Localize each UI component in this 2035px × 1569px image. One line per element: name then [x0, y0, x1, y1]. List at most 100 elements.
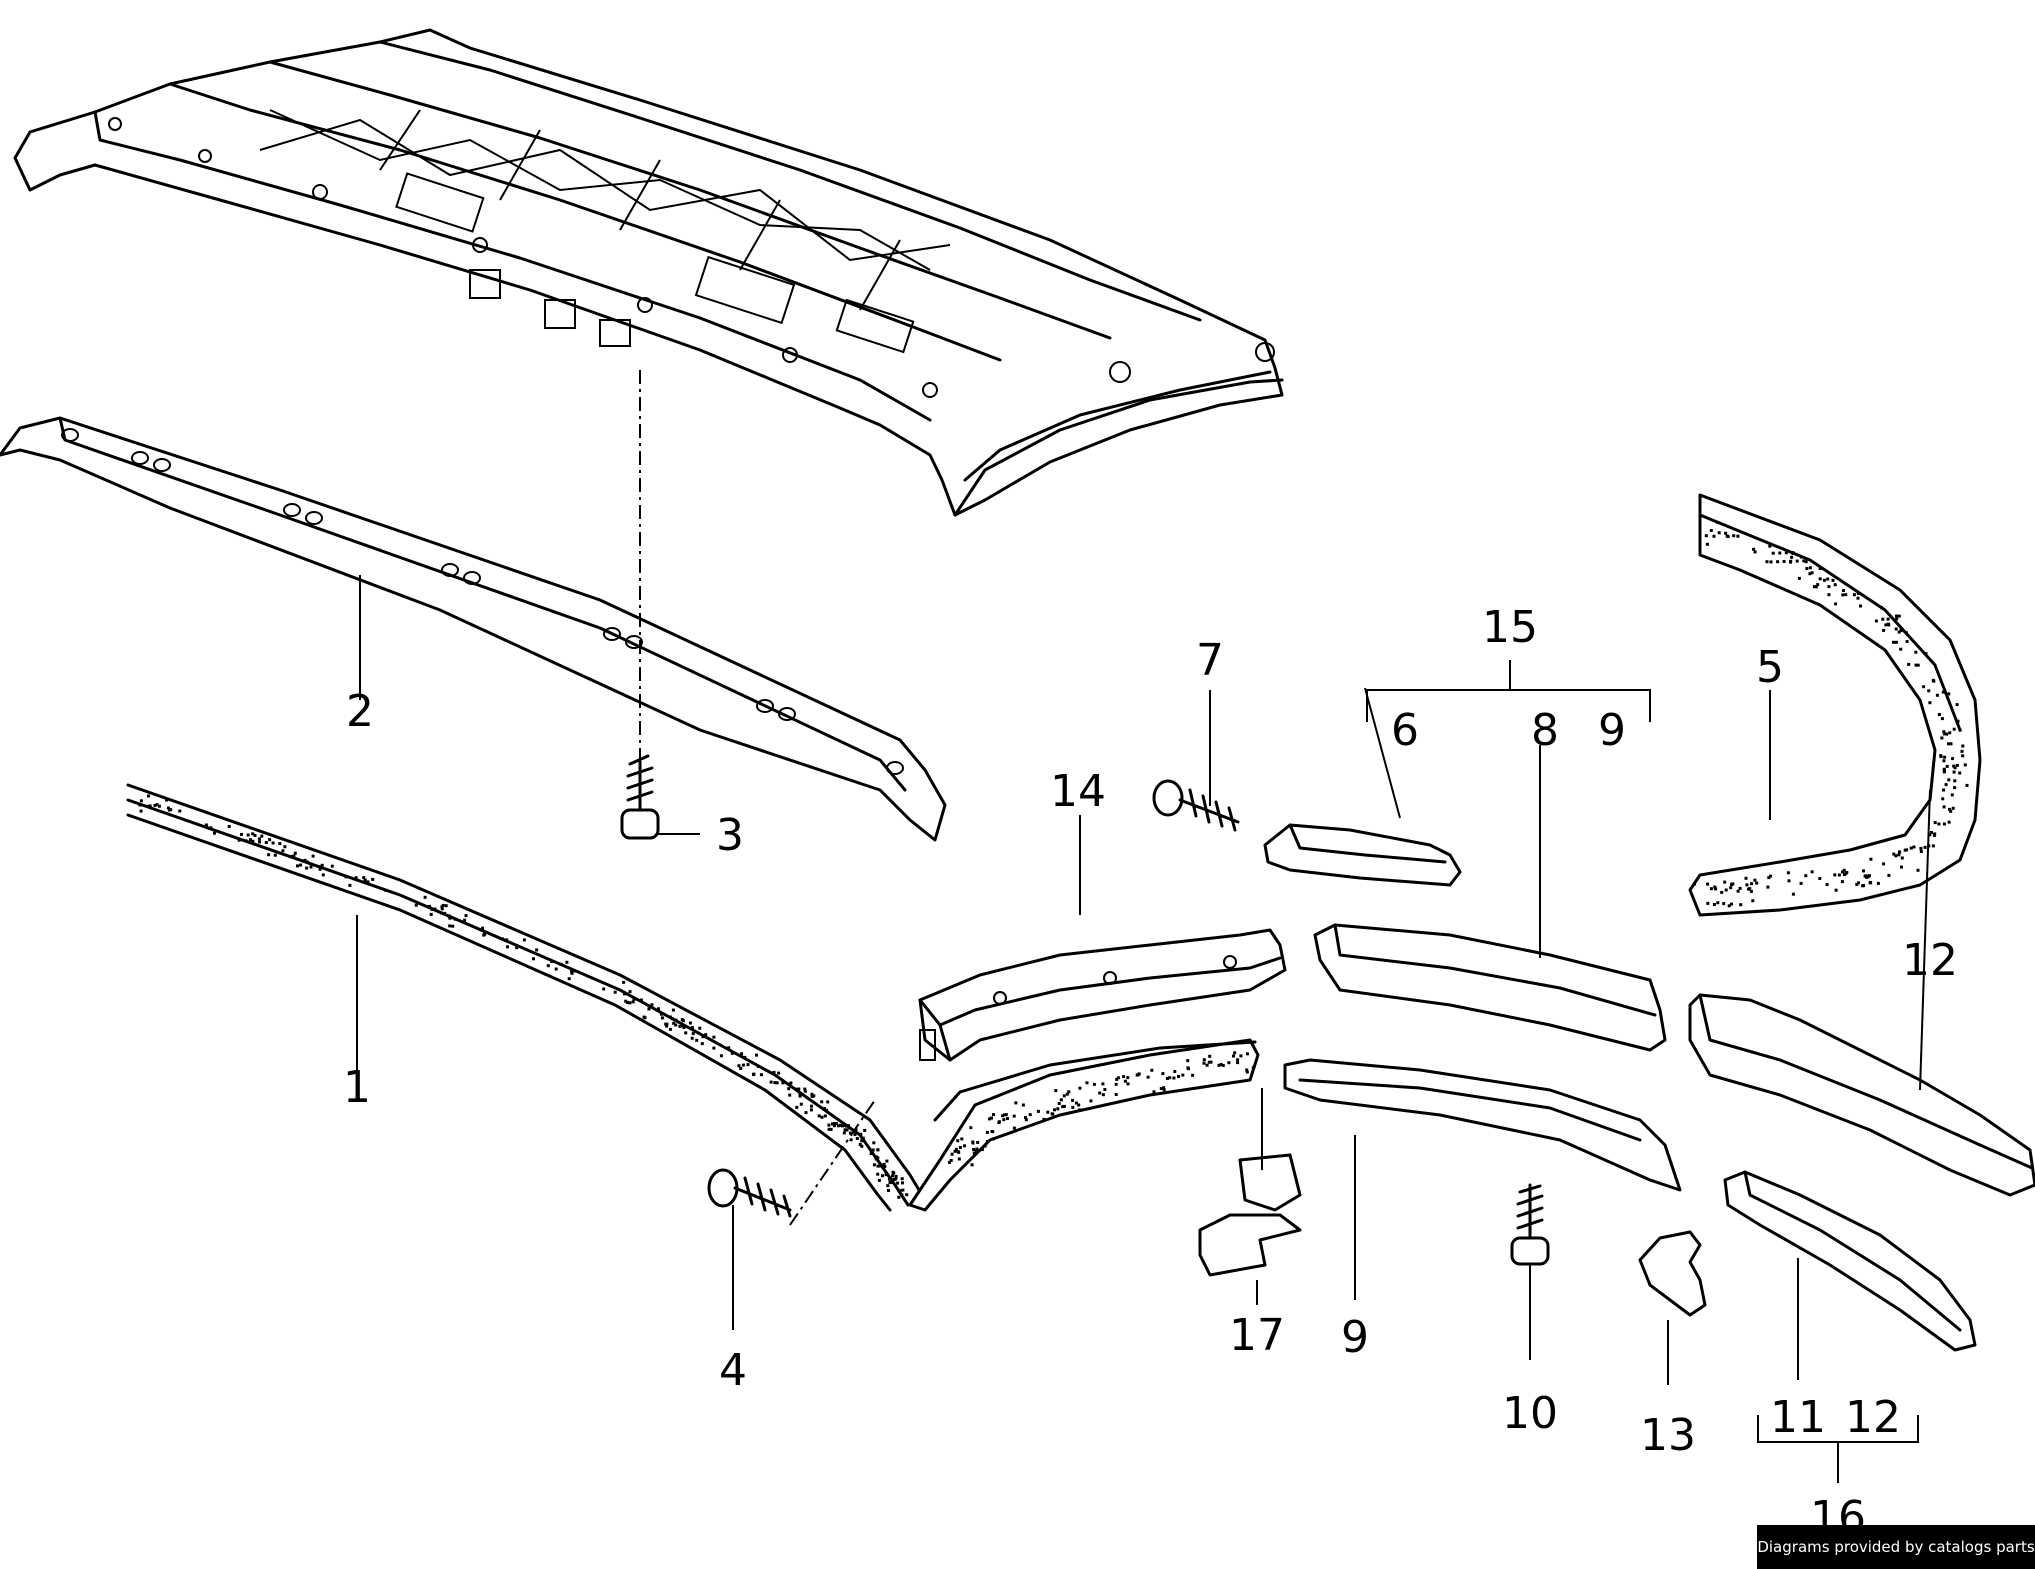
texture-dot	[809, 1108, 813, 1112]
texture-dot	[260, 834, 264, 838]
texture-dot	[727, 1046, 731, 1050]
texture-dot	[1804, 874, 1808, 878]
texture-dot	[834, 1122, 838, 1125]
texture-dot	[1869, 857, 1873, 861]
texture-dot	[1790, 555, 1794, 559]
texture-dot	[1949, 809, 1953, 813]
texture-dot	[803, 1089, 807, 1093]
texture-dot	[886, 1184, 890, 1188]
texture-dot	[1738, 886, 1742, 890]
texture-dot	[1958, 771, 1962, 775]
texture-dot	[781, 1081, 785, 1085]
texture-dot	[712, 1046, 716, 1050]
texture-dot	[264, 841, 268, 844]
texture-dot	[860, 1139, 864, 1143]
texture-dot	[1789, 559, 1793, 563]
texture-dot	[1856, 596, 1860, 600]
texture-dot	[344, 875, 348, 879]
texture-dot	[1736, 534, 1740, 538]
texture-dot	[1006, 1117, 1009, 1120]
texture-dot	[1952, 770, 1956, 774]
texture-dot	[1797, 576, 1801, 580]
texture-dot	[878, 1164, 882, 1168]
texture-dot	[1802, 559, 1806, 563]
texture-dot	[1003, 1113, 1007, 1117]
texture-dot	[448, 924, 452, 928]
callout-11: 11	[1770, 1392, 1826, 1443]
texture-dot	[1862, 869, 1865, 873]
texture-dot	[1837, 873, 1841, 877]
texture-dot	[1928, 701, 1932, 705]
part-12-trim	[1688, 993, 2035, 1197]
texture-dot	[1940, 736, 1944, 740]
texture-dot	[1942, 768, 1946, 772]
texture-dot	[1805, 567, 1809, 570]
texture-dot	[1965, 783, 1969, 787]
texture-dot	[546, 964, 550, 968]
texture-dot	[1919, 846, 1923, 850]
texture-dot	[1706, 901, 1710, 905]
texture-dot	[832, 1124, 836, 1128]
texture-dot	[1958, 728, 1962, 732]
texture-dot	[1186, 1059, 1190, 1063]
texture-dot	[1963, 763, 1967, 767]
texture-dot	[881, 1165, 885, 1169]
texture-dot	[672, 1021, 676, 1025]
texture-dot	[846, 1124, 850, 1128]
texture-dot	[550, 960, 554, 963]
texture-dot	[1842, 868, 1846, 872]
texture-dot	[844, 1124, 848, 1128]
texture-dot	[900, 1177, 904, 1181]
texture-dot	[1004, 1113, 1008, 1117]
callout-5: 5	[1756, 642, 1784, 693]
texture-dot	[1071, 1098, 1074, 1102]
texture-dot	[1731, 882, 1735, 886]
texture-dot	[769, 1080, 773, 1084]
texture-dot	[789, 1081, 793, 1085]
texture-dot	[690, 1026, 694, 1029]
texture-dot	[891, 1181, 894, 1185]
texture-dot	[772, 1070, 776, 1074]
texture-dot	[1951, 757, 1954, 761]
texture-dot	[1768, 544, 1772, 548]
texture-dot	[849, 1138, 853, 1142]
texture-dot	[1724, 888, 1728, 892]
texture-dot	[1753, 878, 1757, 882]
texture-dot	[157, 804, 161, 808]
texture-dot	[1822, 578, 1826, 582]
texture-dot	[1077, 1103, 1081, 1107]
texture-dot	[451, 924, 455, 928]
texture-dot	[237, 838, 241, 842]
texture-dot	[905, 1193, 909, 1197]
texture-dot	[169, 808, 173, 812]
texture-dot	[251, 832, 255, 836]
roof-frame-panel	[13, 28, 1284, 517]
texture-dot	[1729, 886, 1733, 890]
texture-dot	[1930, 831, 1933, 834]
texture-dot	[1227, 1061, 1231, 1065]
texture-dot	[970, 1163, 974, 1167]
texture-dot	[876, 1164, 880, 1168]
texture-dot	[891, 1174, 895, 1178]
texture-dot	[1002, 1118, 1006, 1122]
texture-dot	[1725, 534, 1729, 538]
texture-dot	[798, 1094, 802, 1098]
texture-dot	[1053, 1108, 1056, 1112]
texture-dot	[1947, 692, 1951, 696]
part-8-rail	[1313, 923, 1667, 1052]
texture-dot	[1947, 778, 1951, 782]
texture-dot	[1146, 1075, 1150, 1079]
texture-dot	[1924, 652, 1928, 656]
texture-dot	[1162, 1086, 1166, 1090]
screw-7	[1152, 779, 1240, 832]
texture-dot	[1841, 593, 1845, 597]
texture-dot	[1036, 1109, 1040, 1113]
texture-dot	[1205, 1063, 1209, 1067]
texture-dot	[972, 1151, 976, 1155]
texture-dot	[883, 1165, 887, 1168]
texture-dot	[1236, 1058, 1240, 1062]
texture-dot	[1899, 629, 1903, 633]
texture-dot	[1159, 1087, 1163, 1090]
texture-dot	[668, 1015, 672, 1019]
